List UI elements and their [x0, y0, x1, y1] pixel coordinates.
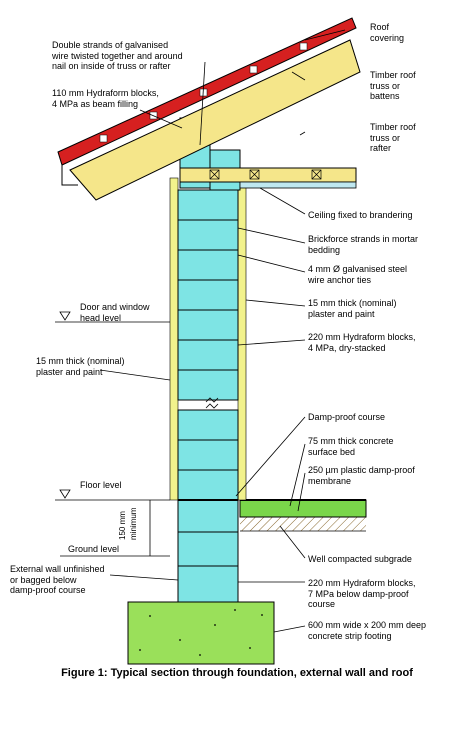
label-floor-level: Floor level	[80, 480, 122, 490]
label-brickforce: Brickforce strands in mortar bedding	[308, 234, 419, 255]
block-wall	[177, 189, 239, 603]
timber-rafter	[69, 39, 361, 201]
label-ground-level: Ground level	[68, 544, 120, 554]
label-blocks-220-dry: 220 mm Hydraform blocks, 4 MPa, dry-stac…	[308, 332, 416, 353]
compacted-subgrade	[240, 517, 366, 531]
label-surface-bed: 75 mm thick concrete surface bed	[308, 436, 394, 457]
label-timber-battens: Timber roof truss or battens	[370, 70, 416, 101]
internal-plaster	[237, 177, 247, 501]
figure-caption: Figure 1: Typical section through founda…	[61, 667, 413, 679]
label-blocks-220-7mpa: 220 mm Hydraform blocks, 7 MPa below dam…	[308, 578, 416, 609]
label-dpc: Damp-proof course	[308, 412, 386, 422]
label-dimension-150: 150 mm minimum	[118, 507, 138, 540]
label-footing: 600 mm wide x 200 mm deep concrete strip…	[308, 620, 427, 641]
label-subgrade: Well compacted subgrade	[308, 554, 412, 564]
label-timber-rafter: Timber roof truss or rafter	[370, 122, 416, 153]
label-plaster-left: 15 mm thick (nominal) plaster and paint	[36, 356, 125, 377]
label-double-strands: Double strands of galvanised wire twiste…	[52, 40, 183, 71]
label-door-window-level: Door and window head level	[80, 302, 150, 323]
external-plaster	[169, 177, 179, 501]
strip-footing	[127, 601, 275, 665]
concrete-surface-bed	[239, 499, 367, 518]
label-roof-covering: Roof covering	[370, 22, 405, 43]
label-membrane: 250 µm plastic damp-proof membrane	[308, 465, 415, 486]
label-anchor-ties: 4 mm Ø galvanised steel wire anchor ties	[308, 264, 408, 285]
label-ceiling: Ceiling fixed to brandering	[308, 210, 413, 220]
label-beam-filling: 110 mm Hydraform blocks, 4 MPa as beam f…	[52, 88, 159, 109]
label-external-wall: External wall unfinished or bagged below…	[10, 564, 105, 595]
ceiling-tie	[179, 167, 357, 183]
label-plaster-right: 15 mm thick (nominal) plaster and paint	[308, 298, 397, 319]
